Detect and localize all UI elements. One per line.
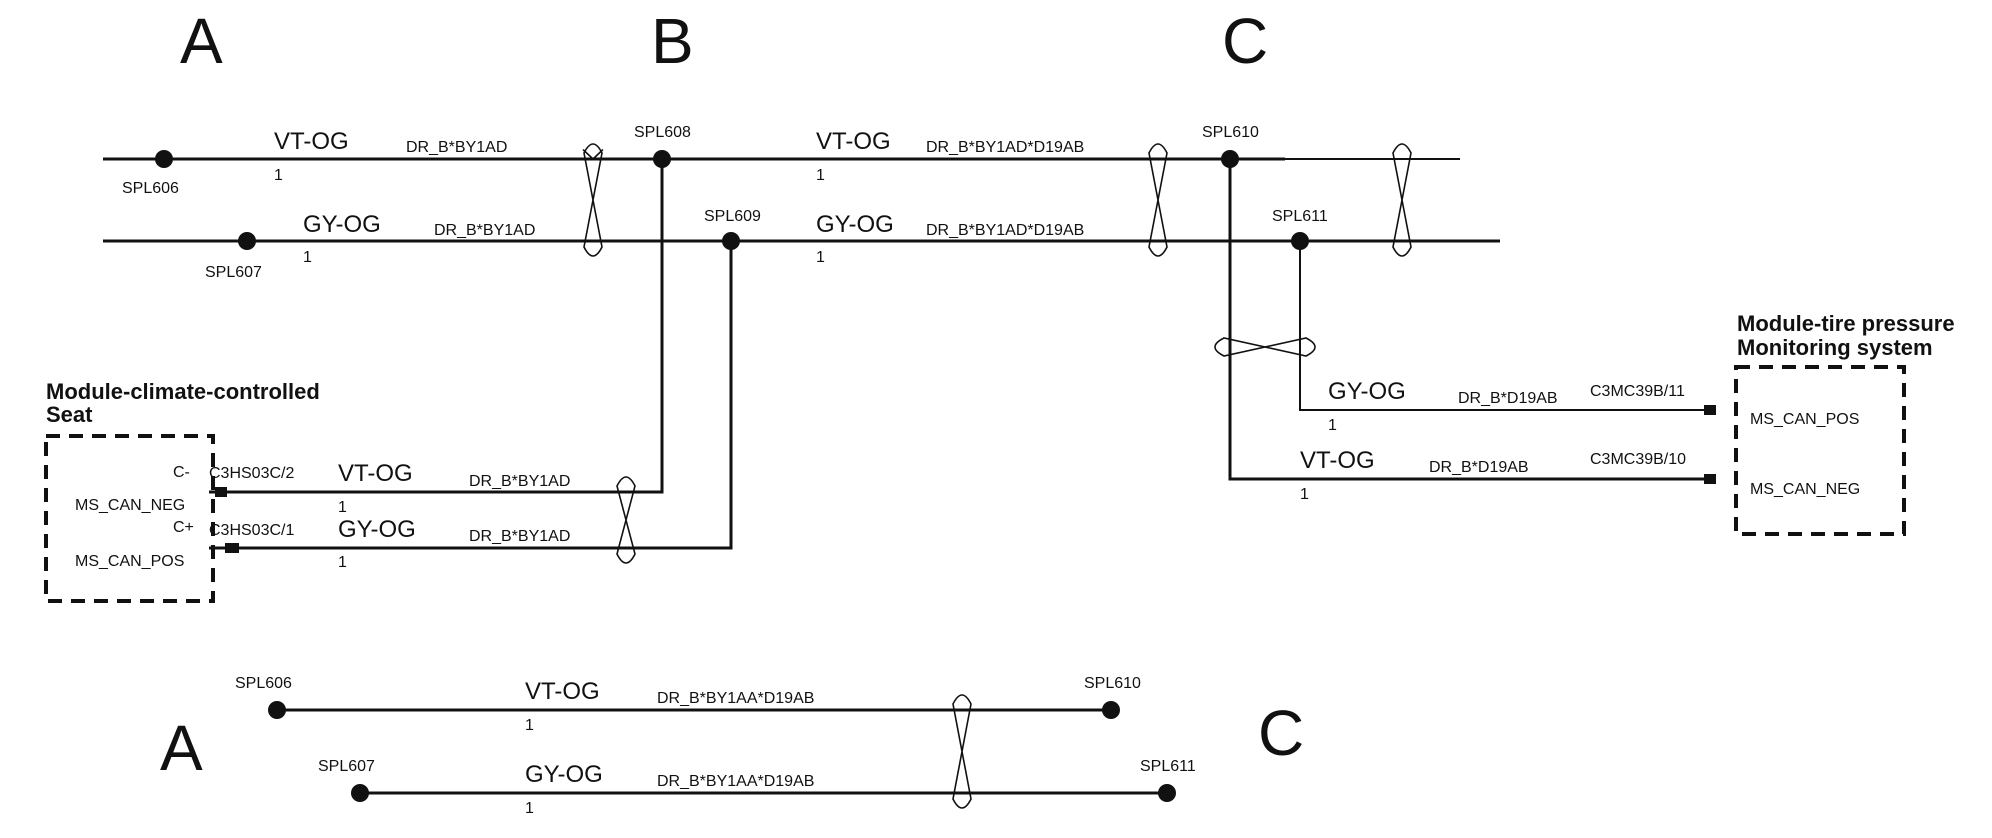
wire-color-w6: GY-OG [338, 516, 416, 543]
seat-module-box [44, 434, 215, 603]
tpms-pin2-name: MS_CAN_NEG [1750, 481, 1860, 498]
wire-circuit-w9: DR_B*BY1AA*D19AB [657, 690, 814, 707]
splice-label-spl606: SPL606 [122, 180, 179, 197]
seat-conn1-label: C3HS03C/2 [209, 465, 294, 482]
wire-circuit-w10: DR_B*BY1AA*D19AB [657, 773, 814, 790]
wire-num-w10: 1 [525, 800, 534, 817]
wire-circuit-w4: DR_B*BY1AD*D19AB [926, 222, 1084, 239]
splice-label-spl607: SPL607 [205, 264, 262, 281]
gy-og-seat-branch [209, 241, 733, 550]
twisted-pair-symbol-tpms [1214, 337, 1316, 357]
wire-color-w8: VT-OG [1300, 447, 1375, 474]
seat-module-title-2: Seat [46, 402, 93, 427]
splice-spl611-bottom [1158, 784, 1176, 802]
twisted-pair-symbol-seat [616, 476, 636, 564]
section-label-a-top: A [180, 5, 223, 77]
tpms-pin1-name: MS_CAN_POS [1750, 411, 1859, 428]
twisted-pair-symbol-bottom [952, 694, 972, 809]
wire-num-w9: 1 [525, 717, 534, 734]
wire-circuit-w2: DR_B*BY1AD [434, 222, 535, 239]
seat-module-title-1: Module-climate-controlled [46, 379, 320, 404]
wire-color-w1: VT-OG [274, 128, 349, 155]
connector-tpms-pin-11 [1704, 405, 1716, 415]
seat-pin1-name: MS_CAN_NEG [75, 497, 185, 514]
wire-circuit-w3: DR_B*BY1AD*D19AB [926, 139, 1084, 156]
connector-tpms-pin-10 [1704, 474, 1716, 484]
wire-num-w1: 1 [274, 167, 283, 184]
seat-pin1-short: C- [173, 464, 190, 481]
section-label-b-top: B [651, 5, 694, 77]
gy-og-tpms-branch [1299, 241, 1712, 411]
splice-spl610-bottom [1102, 701, 1120, 719]
section-label-c-bottom: C [1258, 697, 1304, 769]
connector-seat-pin-2 [215, 487, 227, 497]
wire-color-w2: GY-OG [303, 211, 381, 238]
wire-num-w4: 1 [816, 249, 825, 266]
seat-conn2-label: C3HS03C/1 [209, 522, 294, 539]
tpms-module-box [1734, 365, 1906, 536]
wire-num-w5: 1 [338, 499, 347, 516]
wire-color-w9: VT-OG [525, 678, 600, 705]
splice-label-spl610: SPL610 [1202, 124, 1259, 141]
wire-num-w7: 1 [1328, 417, 1337, 434]
connector-seat-pin-1 [225, 543, 239, 553]
tpms-conn1-label: C3MC39B/11 [1590, 383, 1685, 400]
tpms-module-title-1: Module-tire pressure [1737, 311, 1955, 336]
wire-color-w3: VT-OG [816, 128, 891, 155]
section-label-c-top: C [1222, 5, 1268, 77]
splice-spl606 [155, 150, 173, 168]
splice-label-spl611: SPL611 [1272, 208, 1328, 225]
twisted-pair-symbol-2 [1148, 143, 1168, 257]
splice-spl607-bottom [351, 784, 369, 802]
seat-pin2-name: MS_CAN_POS [75, 553, 184, 570]
splice-label-spl606-bottom: SPL606 [235, 675, 292, 692]
splice-label-spl609: SPL609 [704, 208, 761, 225]
seat-pin2-short: C+ [173, 519, 194, 536]
splice-spl607 [238, 232, 256, 250]
twisted-pair-symbol-1 [583, 143, 603, 257]
splice-label-spl607-bottom: SPL607 [318, 758, 375, 775]
splice-label-spl611-bottom: SPL611 [1140, 758, 1196, 775]
wire-num-w3: 1 [816, 167, 825, 184]
wire-circuit-w6: DR_B*BY1AD [469, 528, 570, 545]
vt-og-tpms-branch [1228, 159, 1712, 481]
wire-num-w6: 1 [338, 554, 347, 571]
wire-circuit-w5: DR_B*BY1AD [469, 473, 570, 490]
wire-circuit-w8: DR_B*D19AB [1429, 459, 1529, 476]
twisted-pair-symbol-3 [1392, 143, 1412, 257]
wire-color-w4: GY-OG [816, 211, 894, 238]
wire-color-w10: GY-OG [525, 761, 603, 788]
wire-color-w7: GY-OG [1328, 378, 1406, 405]
splice-label-spl610-bottom: SPL610 [1084, 675, 1141, 692]
wire-color-w5: VT-OG [338, 460, 413, 487]
splice-spl606-bottom [268, 701, 286, 719]
section-label-a-bottom: A [160, 712, 203, 784]
wire-num-w2: 1 [303, 249, 312, 266]
wire-num-w8: 1 [1300, 486, 1309, 503]
vt-og-seat-branch [209, 159, 664, 494]
wire-circuit-w7: DR_B*D19AB [1458, 390, 1558, 407]
splice-label-spl608: SPL608 [634, 124, 691, 141]
tpms-module-title-2: Monitoring system [1737, 335, 1933, 360]
tpms-conn2-label: C3MC39B/10 [1590, 451, 1686, 468]
wire-circuit-w1: DR_B*BY1AD [406, 139, 507, 156]
